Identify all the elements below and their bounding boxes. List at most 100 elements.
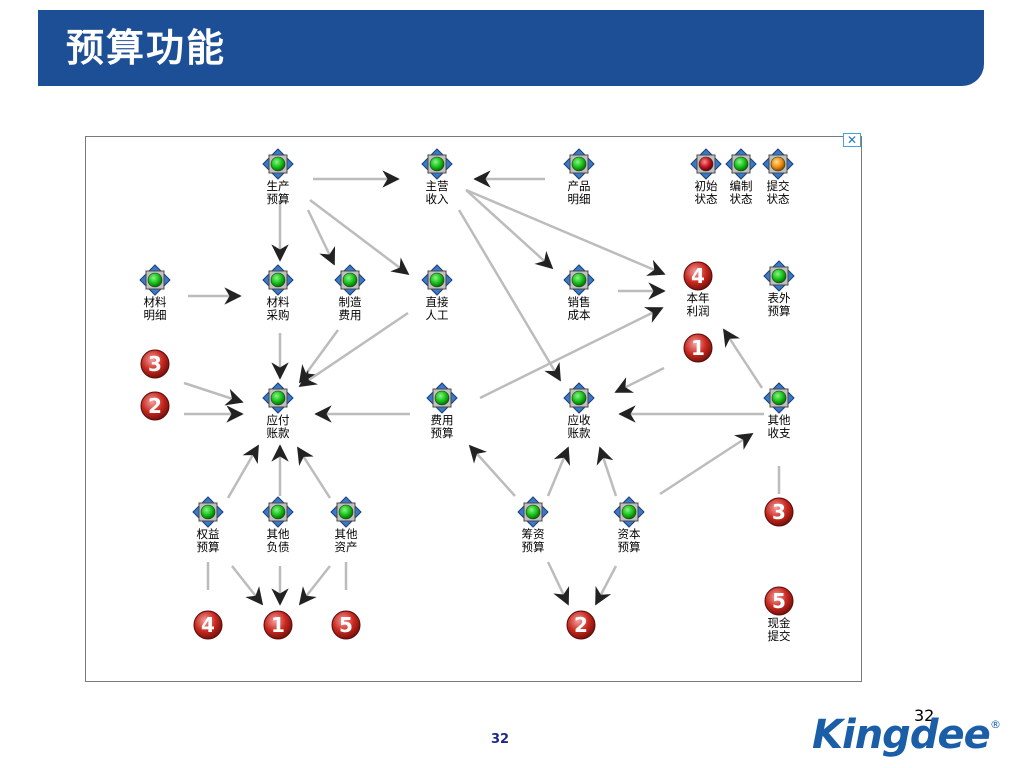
flow-arrow	[298, 565, 331, 606]
flow-arrow	[465, 189, 554, 270]
status-light-icon	[147, 272, 163, 288]
node-label-line1: 应收	[568, 413, 591, 427]
status-light-icon	[698, 156, 714, 172]
flow-arrow	[309, 199, 410, 276]
status-light-icon	[621, 504, 637, 520]
node-label-line2: 成本	[568, 308, 591, 322]
flow-arrow	[479, 306, 664, 400]
node-label-line2: 状态	[730, 192, 753, 206]
node-label-line2: 收入	[426, 192, 449, 206]
node-label-line2: 预算	[267, 192, 290, 206]
node-label-line1: 产品	[568, 179, 591, 193]
node-label-line2: 预算	[768, 304, 791, 318]
status-light-icon	[338, 504, 354, 520]
badge-circle	[140, 391, 170, 421]
node-label-line1: 本年	[687, 291, 710, 305]
flow-arrow	[231, 565, 264, 606]
step-badge-b1_mid: 1	[683, 333, 713, 363]
node-label-line2: 账款	[267, 426, 290, 440]
flow-arrow	[546, 446, 571, 497]
slide-title: 预算功能	[66, 26, 227, 70]
step-badge-b3_left: 3	[140, 349, 170, 379]
node-label-line2: 费用	[339, 308, 362, 322]
flow-arrow	[183, 381, 244, 406]
node-label-line1: 资本	[618, 527, 641, 541]
logo-registered-mark: ®	[990, 718, 1001, 731]
close-icon[interactable]: ✕	[843, 133, 861, 147]
badge-number: 3	[148, 352, 162, 376]
node-label-line2: 明细	[144, 308, 167, 322]
node-label-line2: 利润	[687, 304, 710, 318]
status-light-icon	[571, 390, 587, 406]
step-badge-b1_bottom: 1	[263, 610, 293, 640]
status-light-icon	[771, 268, 787, 284]
status-light-icon	[200, 504, 216, 520]
flow-arrow	[659, 432, 754, 496]
badge-number: 4	[201, 613, 215, 637]
badge-circle	[140, 349, 170, 379]
step-badge-b2_left: 2	[140, 391, 170, 421]
badge-number: 2	[574, 613, 588, 637]
flow-arrow	[298, 311, 409, 388]
badge-number: 5	[339, 613, 353, 637]
badge-number: 1	[271, 613, 285, 637]
status-light-icon	[270, 156, 286, 172]
node-label-line2: 资产	[335, 540, 358, 554]
node-label-line1: 生产	[267, 179, 290, 193]
node-label-line1: 销售	[568, 295, 591, 309]
flow-arrow	[614, 366, 665, 394]
node-label-line2: 账款	[568, 426, 591, 440]
node-label-line2: 负债	[267, 540, 290, 554]
badge-circle	[566, 610, 596, 640]
badge-number: 1	[691, 336, 705, 360]
logo-text: Kingdee	[812, 712, 991, 758]
node-label-line1: 主营	[426, 179, 449, 193]
badge-circle	[764, 586, 794, 616]
step-badge-b4_bottom: 4	[193, 610, 223, 640]
node-label-line1: 其他	[267, 527, 290, 541]
edges	[183, 170, 781, 606]
node-label-line2: 采购	[267, 308, 290, 322]
status-light-icon	[525, 504, 541, 520]
flow-arrow	[465, 188, 666, 276]
node-label-line2: 预算	[618, 540, 641, 554]
badge-circle	[764, 497, 794, 527]
node-label-line1: 现金	[768, 616, 791, 630]
flow-arrow	[306, 209, 336, 266]
badge-circle	[263, 610, 293, 640]
node-label-line2: 人工	[426, 308, 449, 322]
flow-arrow	[296, 446, 332, 499]
badge-circle	[683, 261, 713, 291]
node-label-line1: 权益	[197, 527, 220, 541]
flow-arrow	[596, 446, 618, 497]
node-label-line2: 预算	[431, 426, 454, 440]
status-light-icon	[771, 390, 787, 406]
diagram-panel	[85, 136, 862, 682]
node-label-line2: 提交	[768, 629, 791, 643]
step-badge-b3_right: 3	[764, 497, 794, 527]
